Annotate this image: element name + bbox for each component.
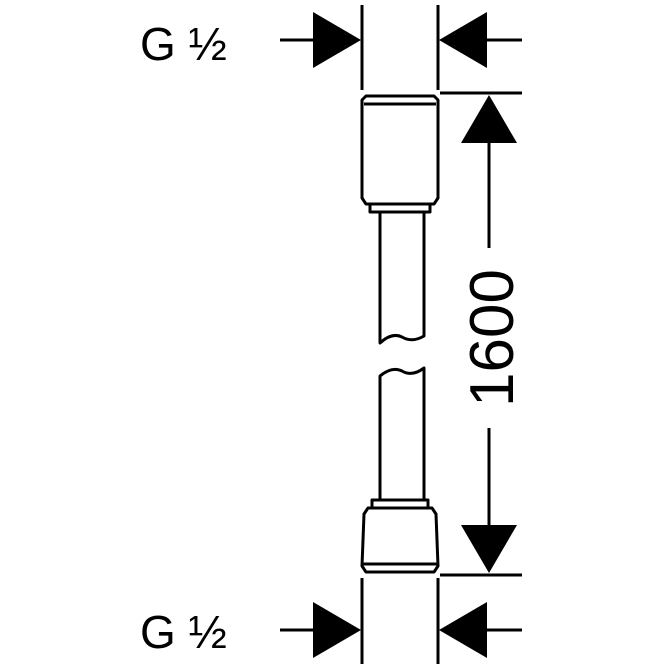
hose-segment-top [378,210,426,345]
arrow-up-icon [461,95,517,143]
thread-dimension-bottom [280,578,522,664]
arrow-down-icon [461,525,517,573]
arrow-left-icon [439,602,487,658]
length-dimension: 1600 [440,91,527,577]
hose-nut-bottom [360,506,440,574]
hose-segment-bottom [378,366,426,502]
hose-collar-top [368,202,432,214]
thread-label-bottom: G ½ [140,606,227,658]
arrow-left-icon [439,12,487,68]
thread-dimension-top [280,5,522,90]
hose-nut-top [360,94,440,206]
shower-hose [360,94,440,574]
arrow-right-icon [313,602,361,658]
length-label: 1600 [458,269,527,407]
arrow-right-icon [313,12,361,68]
thread-label-top: G ½ [140,18,227,70]
